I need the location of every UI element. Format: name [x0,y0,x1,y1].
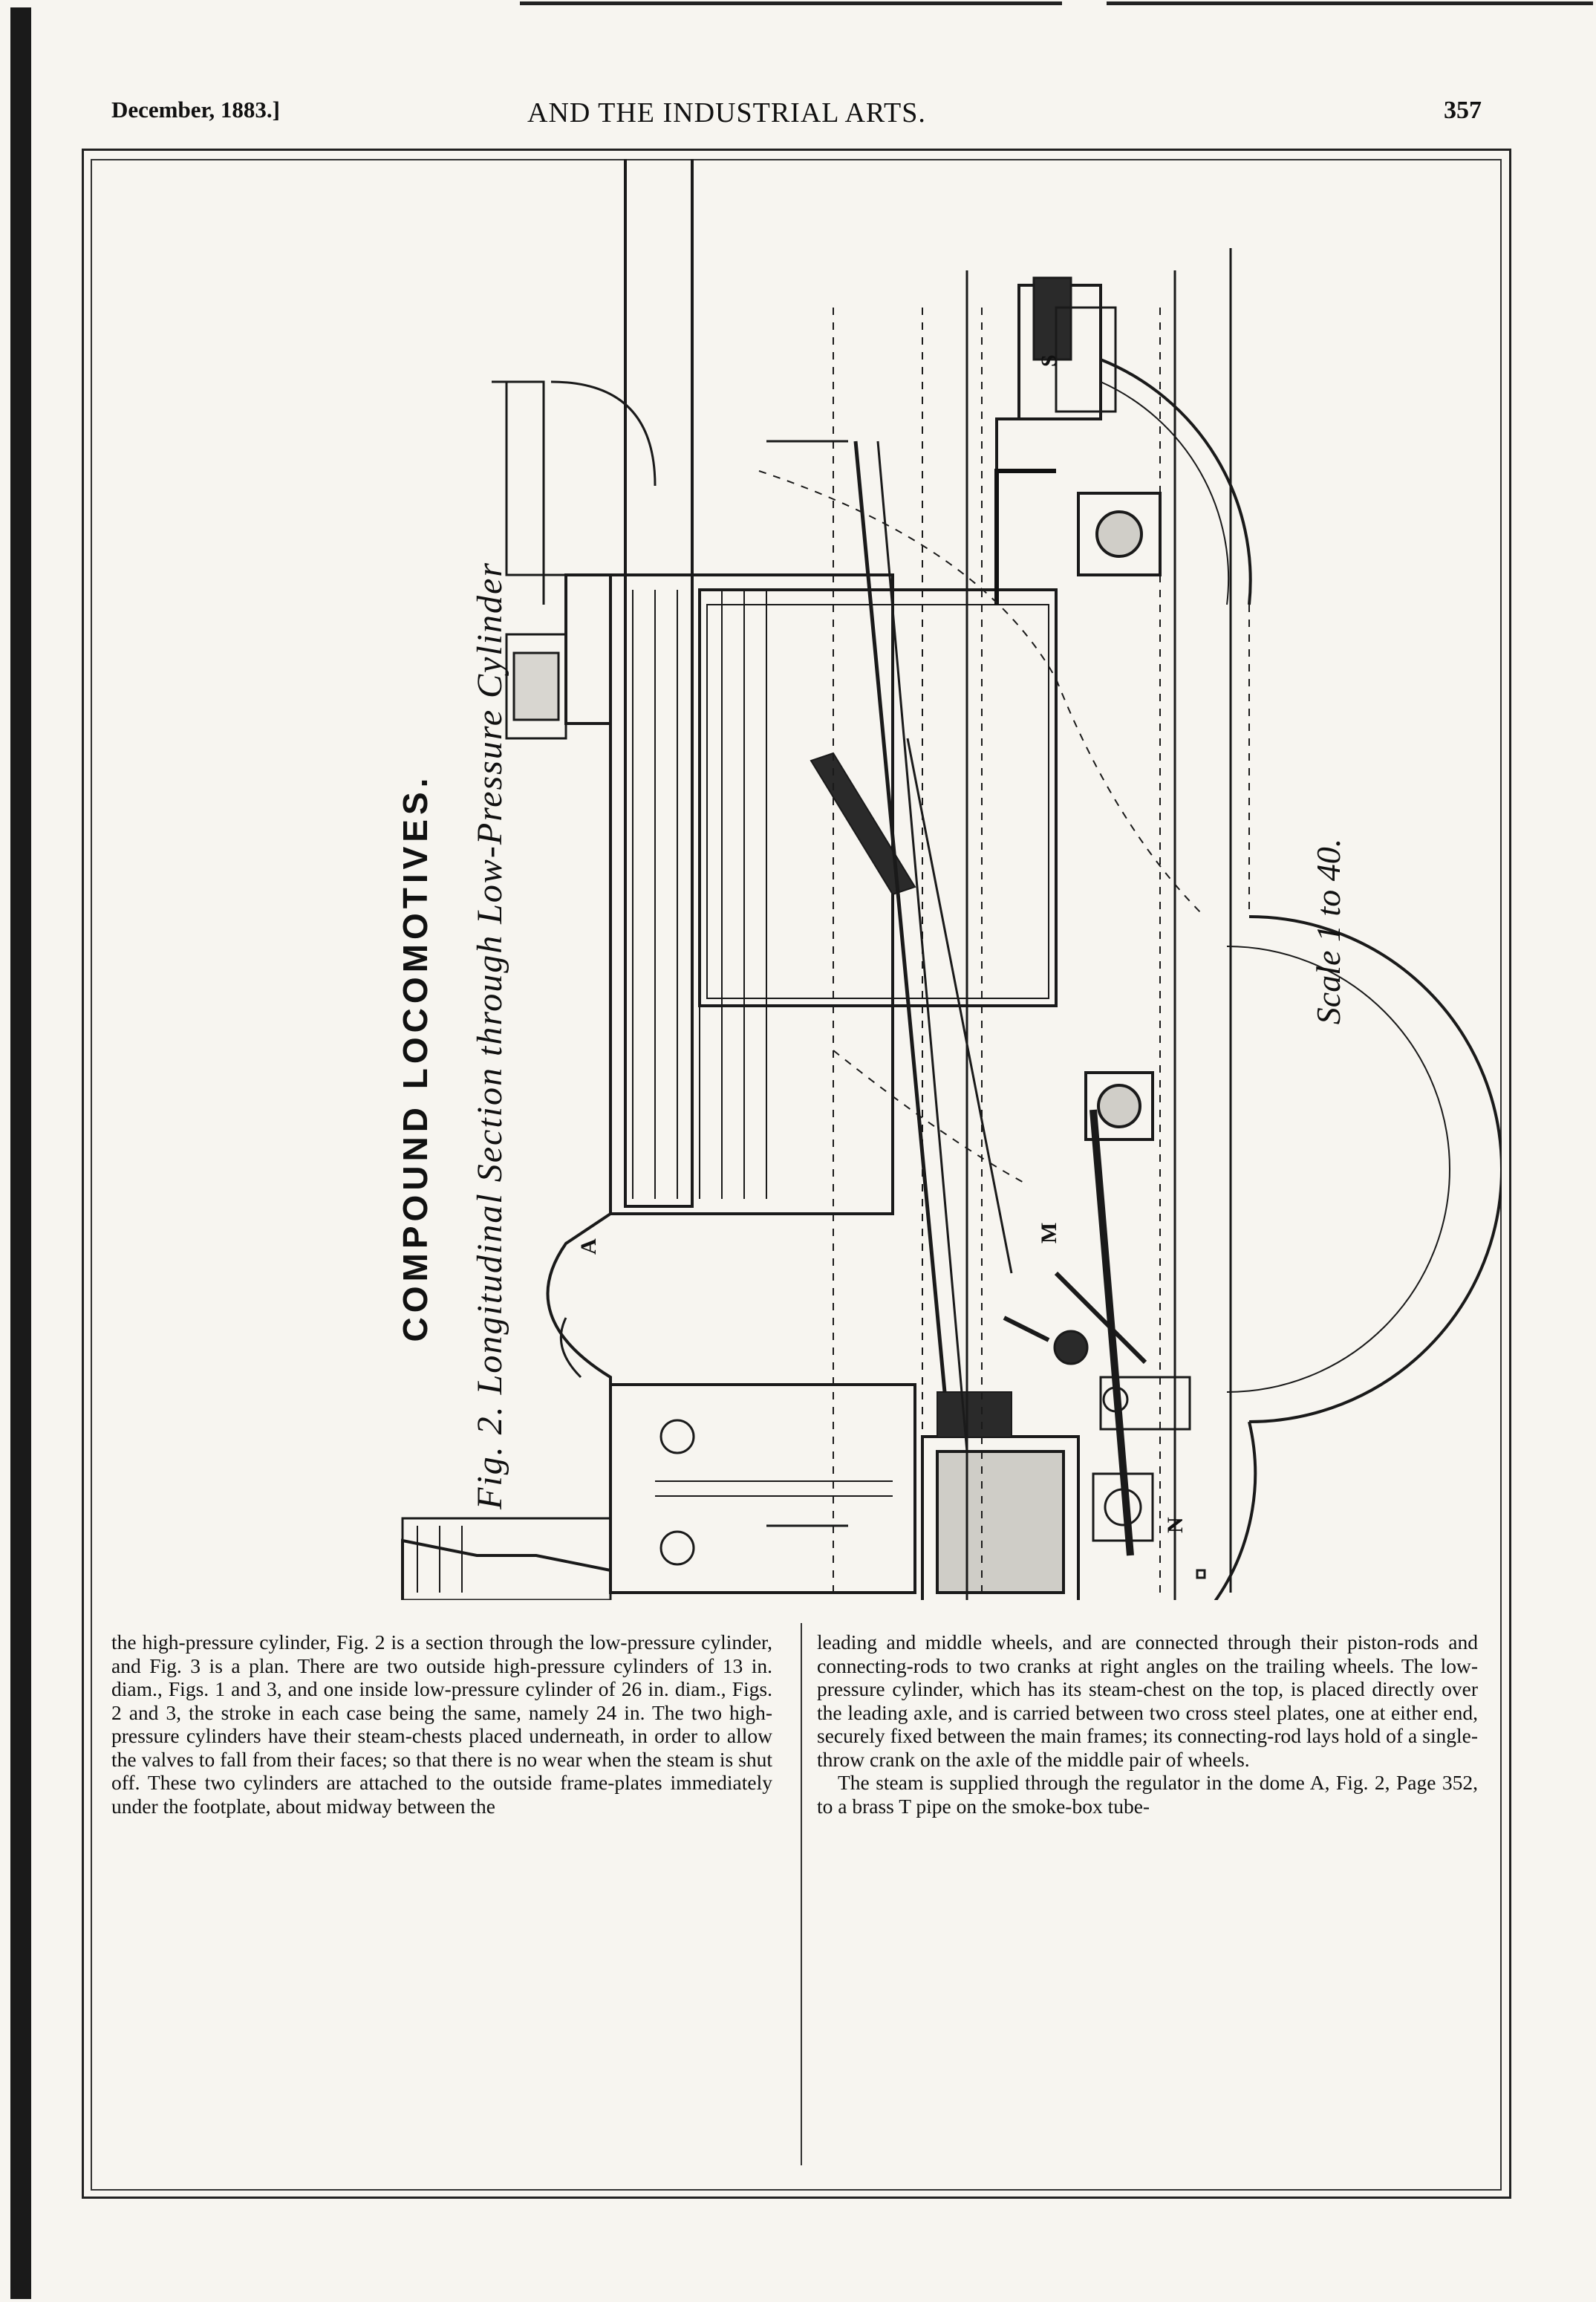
page-number: 357 [1444,97,1482,124]
body-column-left: the high-pressure cylinder, Fig. 2 is a … [111,1630,772,1818]
top-rule-right [1107,1,1593,5]
label-n: N [1163,1517,1188,1533]
label-m: M [1037,1223,1061,1243]
locomotive-section-drawing: A M N S [401,159,1502,1600]
figure-heading: COMPOUND LOCOMOTIVES. [396,773,434,1342]
running-header: December, 1883.] AND THE INDUSTRIAL ARTS… [111,97,1482,141]
figure-caption: Fig. 2. Longitudinal Section through Low… [470,562,509,1509]
figure-scale: Scale 1 to 40. [1309,838,1347,1025]
top-rule-left [520,1,1062,5]
page-frame-outer [82,149,1511,2199]
locomotive-figure: A M N S COMPOUND LOCOMOTIVES. Fig. 2. Lo… [91,159,1502,1600]
steam-chest-label-s: S [1037,354,1061,367]
journal-title: AND THE INDUSTRIAL ARTS. [527,97,926,129]
issue-date: December, 1883.] [111,97,280,123]
dome-label-a: A [576,1238,601,1255]
body-column-right: leading and middle wheels, and are conne… [817,1630,1478,1818]
page-binding-edge [10,7,31,2299]
column-divider [801,1623,802,2165]
body-paragraph: The steam is supplied through the regula… [817,1771,1478,1818]
body-paragraph: the high-pressure cylinder, Fig. 2 is a … [111,1630,772,1818]
body-paragraph: leading and middle wheels, and are conne… [817,1630,1478,1771]
